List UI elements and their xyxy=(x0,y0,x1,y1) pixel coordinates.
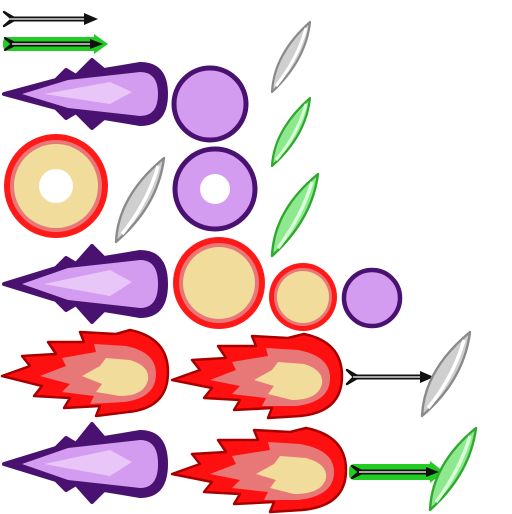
fire-orb-sprite xyxy=(269,263,337,331)
fireball-sprite xyxy=(0,328,170,418)
fireball-sprite xyxy=(170,332,344,420)
leaf-blade-sprite xyxy=(270,20,312,94)
arrow-sprite xyxy=(345,368,434,386)
leaf-blade-sprite xyxy=(270,172,320,258)
leaf-blade-sprite xyxy=(428,426,478,512)
purple-bolt-sprite xyxy=(2,244,168,324)
arrow-glow-sprite xyxy=(349,461,444,483)
purple-bolt-sprite xyxy=(2,422,168,504)
arrow-glow-sprite xyxy=(3,34,108,54)
fire-ring-sprite xyxy=(4,134,108,238)
purple-bolt-sprite xyxy=(2,58,168,130)
fireball-sprite xyxy=(170,426,348,514)
purple-orb-sprite xyxy=(341,267,403,329)
purple-orb-hollow-sprite xyxy=(172,146,258,232)
leaf-blade-sprite xyxy=(114,156,166,244)
arrow-sprite xyxy=(2,10,98,28)
leaf-blade-sprite xyxy=(270,96,312,168)
purple-orb-sprite xyxy=(171,65,249,143)
fire-orb-sprite xyxy=(173,237,265,329)
leaf-blade-sprite xyxy=(420,330,472,418)
